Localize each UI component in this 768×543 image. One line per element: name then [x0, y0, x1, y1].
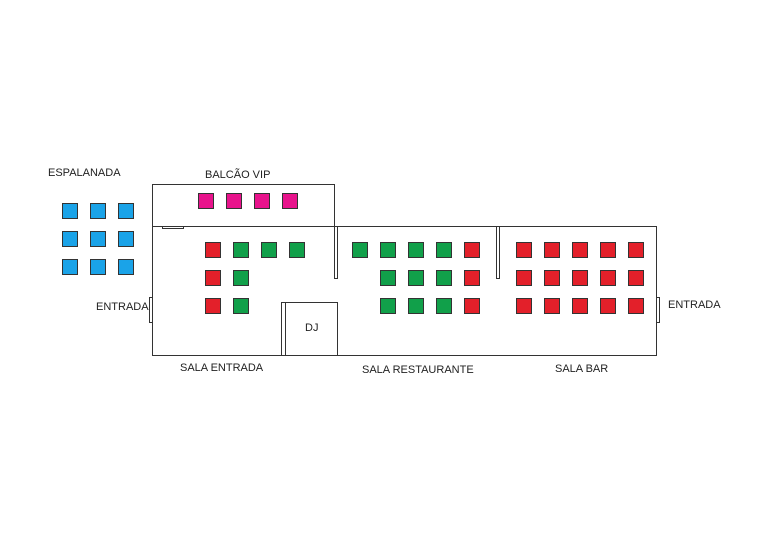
sala-bar-table — [516, 270, 532, 286]
sala-entrada-table — [233, 298, 249, 314]
sala-restaurante-table — [352, 242, 368, 258]
sala-entrada-table — [289, 242, 305, 258]
sala-restaurante-table — [464, 298, 480, 314]
sala-entrada-table — [261, 242, 277, 258]
sala-restaurante-table — [380, 298, 396, 314]
sala-restaurante-table — [464, 242, 480, 258]
vip-stair-marker — [162, 226, 184, 229]
sala-entrada-table — [233, 242, 249, 258]
sala-bar-table — [628, 242, 644, 258]
sala-bar-table — [516, 298, 532, 314]
vip-table — [198, 193, 214, 209]
sala-restaurante-table — [380, 270, 396, 286]
vip-room-outline — [152, 184, 335, 227]
label-dj: DJ — [305, 322, 319, 334]
sala-entrada-table — [205, 270, 221, 286]
label-sala-entrada: SALA ENTRADA — [180, 362, 264, 374]
label-sala-restaurante: SALA RESTAURANTE — [362, 364, 474, 376]
label-espalanada: ESPALANADA — [48, 167, 121, 179]
main-room-outline — [152, 226, 657, 356]
sala-restaurante-table — [408, 242, 424, 258]
espalanada-table — [118, 259, 134, 275]
label-entrada-right: ENTRADA — [668, 299, 721, 311]
vip-table — [282, 193, 298, 209]
espalanada-table — [62, 203, 78, 219]
sala-restaurante-table — [436, 298, 452, 314]
entrance-door-left — [149, 297, 153, 323]
label-balcao-vip: BALCÃO VIP — [205, 169, 271, 181]
sala-bar-table — [516, 242, 532, 258]
sala-restaurante-table — [464, 270, 480, 286]
sala-entrada-table — [205, 298, 221, 314]
sala-restaurante-table — [408, 270, 424, 286]
sala-bar-table — [572, 298, 588, 314]
sala-bar-table — [572, 270, 588, 286]
espalanada-table — [118, 231, 134, 247]
sala-entrada-table — [205, 242, 221, 258]
sala-bar-table — [600, 298, 616, 314]
entrance-door-right — [656, 297, 660, 323]
espalanada-table — [62, 231, 78, 247]
espalanada-table — [90, 231, 106, 247]
sala-entrada-table — [233, 270, 249, 286]
partition-wall-2 — [496, 226, 500, 279]
label-sala-bar: SALA BAR — [555, 363, 609, 375]
dj-booth-panel — [281, 302, 286, 356]
sala-restaurante-table — [436, 270, 452, 286]
sala-bar-table — [628, 270, 644, 286]
espalanada-table — [90, 203, 106, 219]
espalanada-table — [62, 259, 78, 275]
sala-bar-table — [544, 270, 560, 286]
label-entrada-left: ENTRADA — [96, 301, 149, 313]
espalanada-table — [118, 203, 134, 219]
sala-restaurante-table — [436, 242, 452, 258]
vip-table — [254, 193, 270, 209]
sala-bar-table — [572, 242, 588, 258]
espalanada-table — [90, 259, 106, 275]
vip-table — [226, 193, 242, 209]
sala-bar-table — [544, 242, 560, 258]
sala-restaurante-table — [408, 298, 424, 314]
sala-bar-table — [600, 270, 616, 286]
sala-bar-table — [544, 298, 560, 314]
sala-bar-table — [600, 242, 616, 258]
sala-bar-table — [628, 298, 644, 314]
sala-restaurante-table — [380, 242, 396, 258]
partition-wall-1 — [334, 226, 338, 279]
